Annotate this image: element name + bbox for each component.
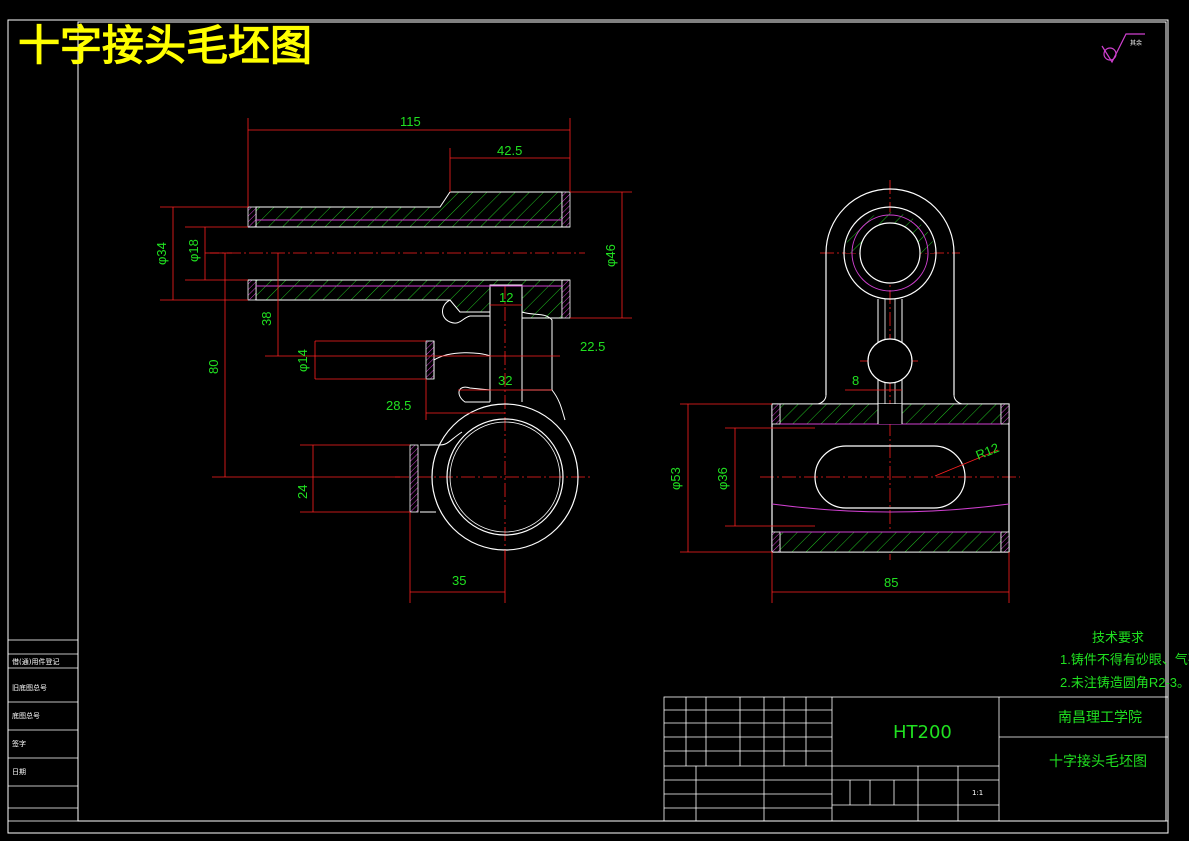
dim-d36: φ36 (715, 467, 730, 490)
dim-80: 80 (206, 360, 221, 374)
roughness-symbol: 其余 (1101, 33, 1145, 64)
drawing-title: 十字接头毛坯图 (18, 21, 312, 70)
tech-req-heading: 技术要求 (1092, 630, 1144, 645)
dim-115: 115 (400, 114, 421, 129)
strip-label-5: 日期 (12, 768, 26, 776)
dim-35: 35 (452, 573, 466, 588)
dim-42-5: 42.5 (497, 143, 522, 158)
dim-22-5: 22.5 (580, 339, 605, 354)
dim-85: 85 (884, 575, 898, 590)
part-name: 十字接头毛坯图 (1049, 753, 1147, 770)
dim-24: 24 (295, 485, 310, 499)
strip-label-2: 旧底图总号 (12, 683, 47, 692)
dim-r12: R12 (974, 440, 1002, 463)
side-view: φ53 φ36 8 R12 85 (668, 180, 1020, 603)
dim-38: 38 (259, 312, 274, 326)
tech-req-item-2: 2.未注铸造圆角R2-3。 (1060, 675, 1189, 690)
left-strip (7, 639, 79, 822)
school-name: 南昌理工学院 (1058, 710, 1142, 726)
strip-label-3: 底图总号 (12, 711, 40, 720)
technical-requirements: 技术要求 1.铸件不得有砂眼、气孔等缺陷。 2.未注铸造圆角R2-3。 (1060, 630, 1189, 690)
dim-8: 8 (852, 373, 859, 388)
roughness-label: 其余 (1130, 39, 1142, 47)
inner-frame (77, 21, 1167, 822)
dim-d14: φ14 (295, 349, 310, 372)
tech-req-item-1: 1.铸件不得有砂眼、气孔等缺陷。 (1060, 652, 1189, 667)
scale: 1:1 (972, 789, 983, 797)
front-view: 115 42.5 φ34 φ18 φ46 12 38 80 φ14 22.5 3… (154, 114, 632, 603)
outer-frame (7, 19, 1169, 834)
dim-32: 32 (498, 373, 512, 388)
dim-d53: φ53 (668, 467, 683, 490)
title-block (663, 696, 1169, 822)
dim-d46: φ46 (603, 244, 618, 267)
dim-12: 12 (499, 290, 513, 305)
strip-label-1: 借(通)用件登记 (12, 657, 59, 666)
strip-label-4: 签字 (12, 739, 26, 748)
dim-28-5: 28.5 (386, 398, 411, 413)
material: HT200 (893, 722, 952, 743)
dim-d34: φ34 (154, 242, 169, 265)
dim-d18: φ18 (186, 239, 201, 262)
